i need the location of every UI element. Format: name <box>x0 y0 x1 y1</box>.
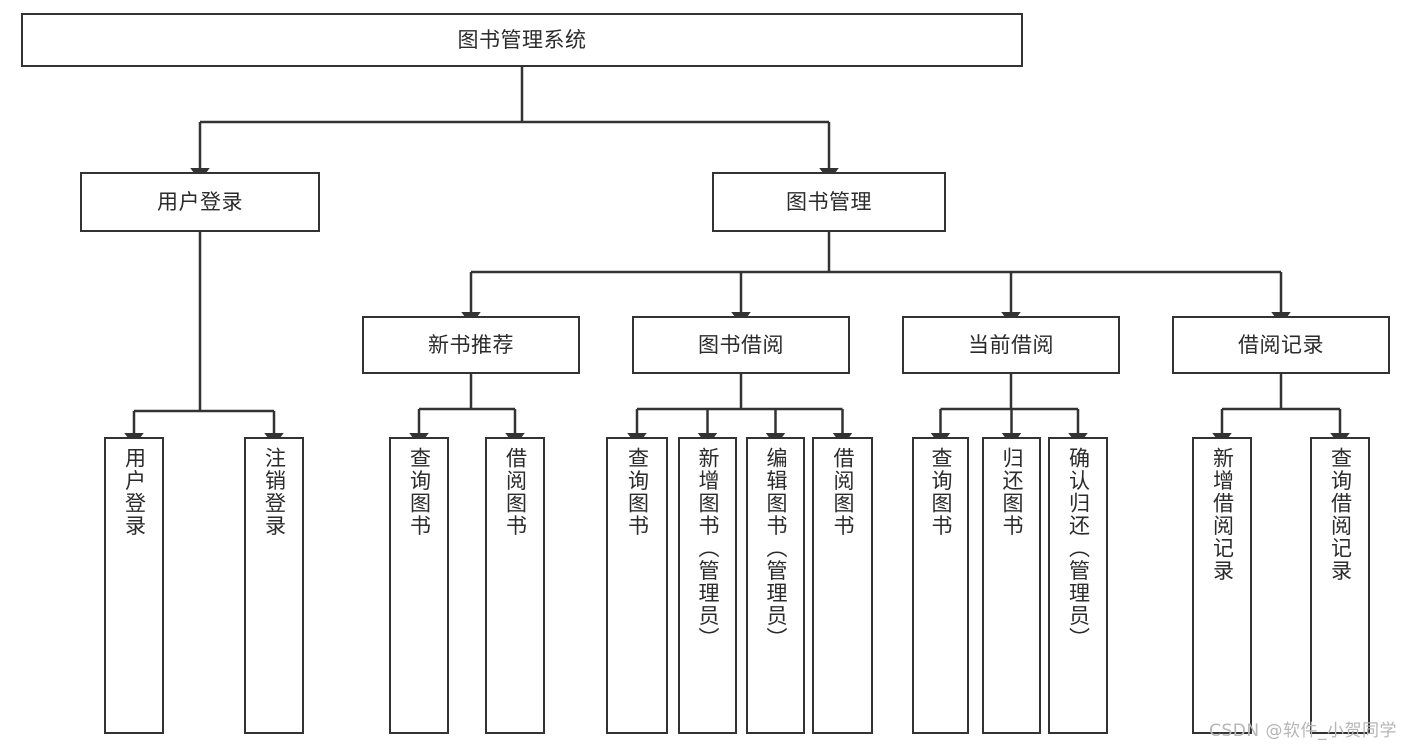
node-user-login[interactable]: 用户登录 <box>80 172 320 232</box>
node-leaf-confirm-return-admin[interactable]: 确认归还（管理员） <box>1048 437 1108 734</box>
node-label-current-borrow: 当前借阅 <box>968 332 1054 357</box>
node-label-leaf-query-borrow-record: 查询借阅记录 <box>1328 447 1353 582</box>
node-label-leaf-add-borrow-record: 新增借阅记录 <box>1210 447 1235 582</box>
node-leaf-return-book[interactable]: 归还图书 <box>982 437 1041 734</box>
node-leaf-query-book-recommend[interactable]: 查询图书 <box>389 437 449 734</box>
node-label-leaf-query-book-recommend: 查询图书 <box>407 447 432 537</box>
node-label-leaf-edit-book-admin: 编辑图书（管理员） <box>764 447 789 650</box>
node-label-leaf-confirm-return-admin: 确认归还（管理员） <box>1066 447 1091 650</box>
node-leaf-add-borrow-record[interactable]: 新增借阅记录 <box>1192 437 1252 734</box>
node-leaf-borrow-book[interactable]: 借阅图书 <box>812 437 873 734</box>
node-label-new-book-recommend: 新书推荐 <box>428 332 514 357</box>
node-leaf-borrow-book-recommend[interactable]: 借阅图书 <box>485 437 545 734</box>
node-leaf-query-book-borrow[interactable]: 查询图书 <box>606 437 668 734</box>
node-book-management[interactable]: 图书管理 <box>712 172 946 232</box>
node-label-user-login: 用户登录 <box>157 189 243 214</box>
node-label-leaf-query-book-borrow: 查询图书 <box>625 447 650 537</box>
node-label-root: 图书管理系统 <box>457 27 587 52</box>
node-root[interactable]: 图书管理系统 <box>21 13 1023 67</box>
node-label-leaf-borrow-book-recommend: 借阅图书 <box>503 447 528 537</box>
node-label-leaf-logout: 注销登录 <box>262 447 287 537</box>
node-leaf-logout[interactable]: 注销登录 <box>244 437 304 734</box>
node-current-borrow[interactable]: 当前借阅 <box>902 316 1120 374</box>
node-book-borrow[interactable]: 图书借阅 <box>632 316 850 374</box>
node-label-leaf-add-book-admin: 新增图书（管理员） <box>696 447 721 650</box>
csdn-watermark: CSDN @软件_小贺同学 <box>1209 721 1397 741</box>
node-label-borrow-record: 借阅记录 <box>1238 332 1324 357</box>
node-leaf-add-book-admin[interactable]: 新增图书（管理员） <box>678 437 737 734</box>
node-new-book-recommend[interactable]: 新书推荐 <box>362 316 580 374</box>
node-leaf-edit-book-admin[interactable]: 编辑图书（管理员） <box>746 437 805 734</box>
node-label-leaf-query-book-current: 查询图书 <box>929 447 954 537</box>
node-leaf-query-book-current[interactable]: 查询图书 <box>912 437 969 734</box>
node-borrow-record[interactable]: 借阅记录 <box>1172 316 1390 374</box>
node-leaf-query-borrow-record[interactable]: 查询借阅记录 <box>1310 437 1370 734</box>
node-label-book-management: 图书管理 <box>786 189 872 214</box>
node-label-book-borrow: 图书借阅 <box>698 332 784 357</box>
node-label-leaf-return-book: 归还图书 <box>1000 447 1025 537</box>
node-label-leaf-user-login: 用户登录 <box>122 447 147 537</box>
node-leaf-user-login[interactable]: 用户登录 <box>104 437 164 734</box>
node-label-leaf-borrow-book: 借阅图书 <box>831 447 856 537</box>
